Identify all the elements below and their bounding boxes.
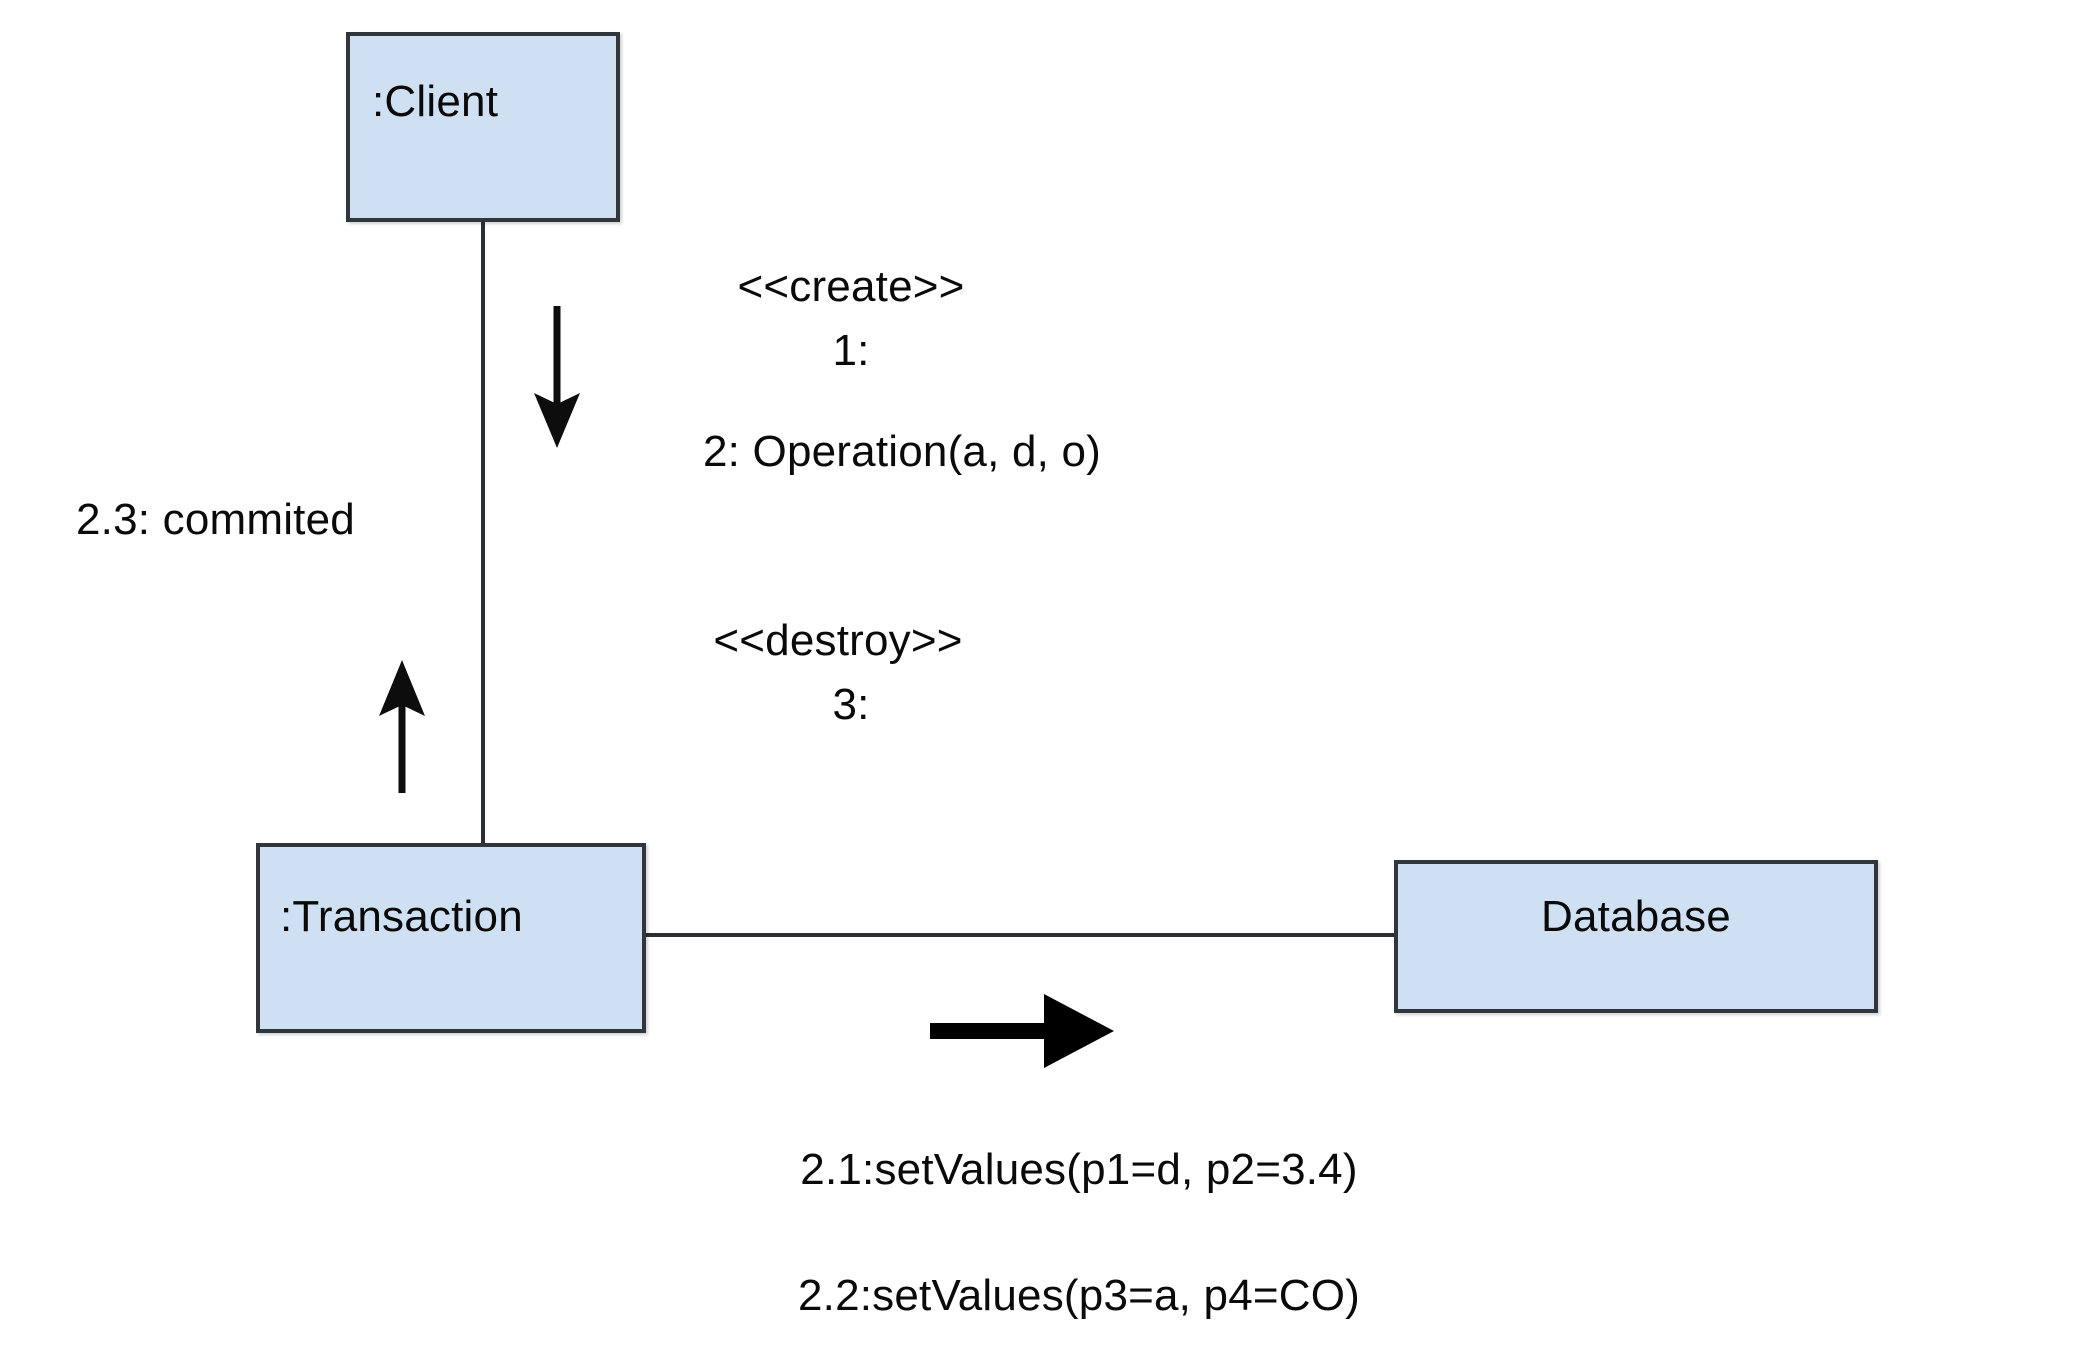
message-23-commited: 2.3: commited xyxy=(76,495,355,544)
link-transaction-database xyxy=(643,933,1396,937)
node-transaction[interactable] xyxy=(256,843,646,1033)
node-database-label: Database xyxy=(1541,892,1731,941)
arrow-down-client-to-transaction xyxy=(534,306,580,448)
link-client-transaction xyxy=(481,220,485,846)
arrow-right-transaction-to-database xyxy=(930,994,1114,1068)
message-2-operation: 2: Operation(a, d, o) xyxy=(703,427,1101,476)
arrow-up-transaction-to-client xyxy=(379,660,425,793)
message-create-stereotype: <<create>> xyxy=(737,262,965,311)
node-database[interactable] xyxy=(1394,860,1878,1013)
message-21-setvalues: 2.1:setValues(p1=d, p2=3.4) xyxy=(800,1145,1358,1194)
message-22-setvalues: 2.2:setValues(p3=a, p4=CO) xyxy=(797,1271,1361,1320)
message-1-sequence: 1: xyxy=(832,326,870,375)
node-transaction-label: :Transaction xyxy=(280,892,523,941)
node-client[interactable] xyxy=(346,32,620,222)
message-3-sequence: 3: xyxy=(832,680,870,729)
message-destroy-stereotype: <<destroy>> xyxy=(713,616,963,665)
node-client-label: :Client xyxy=(372,77,499,126)
